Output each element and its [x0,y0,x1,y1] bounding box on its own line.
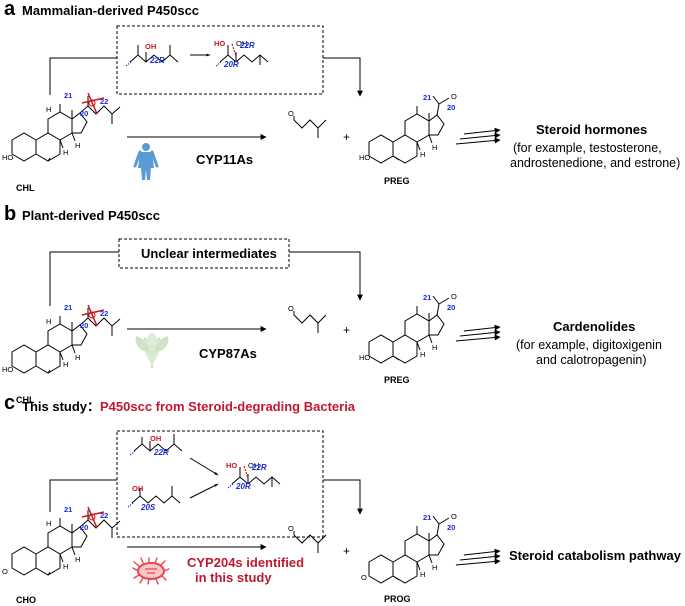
substrate-label: CHL [16,183,35,193]
arrow-to-intermediates [49,57,117,95]
svg-text:22R: 22R [251,463,267,472]
isocaproaldehyde [287,303,327,334]
product-label: PROG [384,594,411,604]
svg-text:20: 20 [80,109,88,118]
isocaproaldehyde [287,108,327,139]
svg-text:HO: HO [214,39,225,48]
multistep-arrows [455,127,501,145]
svg-text:21: 21 [423,93,431,102]
substrate-chl: HO 21 20 22 [2,303,121,374]
svg-text:O: O [361,573,367,582]
panel-b: b Plant-derived P450scc Unclear intermed… [2,203,662,405]
intermediates-box [116,25,324,95]
arrow-to-intermediates [49,479,117,512]
svg-text:21: 21 [423,293,431,302]
product-preg: HO 21 20 [359,291,458,364]
svg-text:20R: 20R [235,482,251,491]
svg-text:20: 20 [447,103,455,112]
intermediates-box [118,238,290,269]
panel-title: This study： [22,399,100,414]
substrate-label: CHL [16,395,35,405]
substrate-chl: HO 21 20 22 [2,91,121,162]
leaf-icon [134,331,170,369]
intermediate-20r22r-dihydroxy: HO OH 20R 22R [226,461,281,491]
svg-text:20: 20 [80,523,88,532]
panel-title: Plant-derived P450scc [22,208,160,223]
bacterium-icon [132,557,170,585]
svg-text:20S: 20S [140,503,156,512]
panel-title-highlight: P450scc from Steroid-degrading Bacteria [100,399,356,414]
svg-text:22: 22 [100,511,108,520]
svg-text:HO: HO [2,153,13,162]
svg-text:OH: OH [236,39,247,48]
outcome-note-line-1: (for example, digitoxigenin [516,338,662,352]
multistep-arrows [455,324,501,342]
svg-text:22R: 22R [153,448,169,457]
outcome-note-line-2: androstenedione, and estrone) [510,156,680,170]
plus-sign: + [343,323,350,337]
svg-text:22: 22 [100,309,108,318]
outcome-title: Steroid catabolism pathway [509,548,682,563]
arrow-to-intermediates [49,251,119,306]
enzyme-label-line-2: in this study [195,570,272,585]
intermediate-22r-hydroxy: OH 22R [129,434,183,457]
product-label: PREG [384,375,410,385]
outcome-title: Steroid hormones [536,122,647,137]
svg-text:21: 21 [423,513,431,522]
arrow-from-intermediates [323,57,363,97]
enzyme-label: CYP11As [196,152,253,167]
plus-sign: + [343,130,350,144]
product-label: PREG [384,176,410,186]
arrow-from-intermediates [289,251,363,301]
outcome-note-line-1: (for example, testosterone, [513,141,662,155]
svg-text:20R: 20R [223,60,239,69]
substrate-label: CHO [16,595,36,605]
isocaproaldehyde [287,523,327,554]
intermediate-22r-hydroxy: OH 22R [125,42,179,67]
svg-text:21: 21 [64,91,72,100]
svg-text:21: 21 [64,505,72,514]
svg-text:22R: 22R [149,56,165,65]
intermediate-20s-hydroxy: OH 20S [127,484,181,512]
arrow-from-intermediates [323,479,363,515]
intermediate-20r22r-dihydroxy: HO OH 20R 22R [214,39,269,69]
svg-text:21: 21 [64,303,72,312]
svg-text:HO: HO [359,353,370,362]
substrate-cho: O 21 20 22 [2,505,121,576]
intermediates-box [116,430,324,538]
svg-text:OH: OH [145,42,156,51]
panel-c: c This study： P450scc from Steroid-degra… [2,392,682,605]
enzyme-label: CYP87As [199,346,257,361]
svg-text:20: 20 [80,321,88,330]
panel-letter: a [4,0,16,20]
svg-text:20: 20 [447,523,455,532]
human-body-icon [133,141,159,182]
panel-letter: b [4,203,16,225]
plus-sign: + [343,544,350,558]
svg-text:HO: HO [226,461,237,470]
svg-text:OH: OH [132,484,143,493]
multistep-arrows [455,548,501,566]
svg-text:OH: OH [150,434,161,443]
enzyme-label-line-1: CYP204s identified [187,555,304,570]
svg-text:OH: OH [248,461,259,470]
svg-text:22: 22 [100,97,108,106]
panel-a: a Mammalian-derived P450scc OH 22R HO OH… [2,0,680,193]
svg-text:20: 20 [447,303,455,312]
outcome-title: Cardenolides [553,319,635,334]
panel-letter: c [4,392,15,414]
panel-title: Mammalian-derived P450scc [22,3,199,18]
svg-text:HO: HO [359,153,370,162]
svg-text:22R: 22R [239,41,255,50]
product-preg: HO 21 20 [359,91,458,164]
outcome-note-line-2: and calotropagenin) [536,353,647,367]
svg-text:HO: HO [2,365,13,374]
intermediates-label: Unclear intermediates [141,246,277,261]
svg-text:O: O [2,567,8,576]
product-prog: O 21 20 [361,511,458,584]
